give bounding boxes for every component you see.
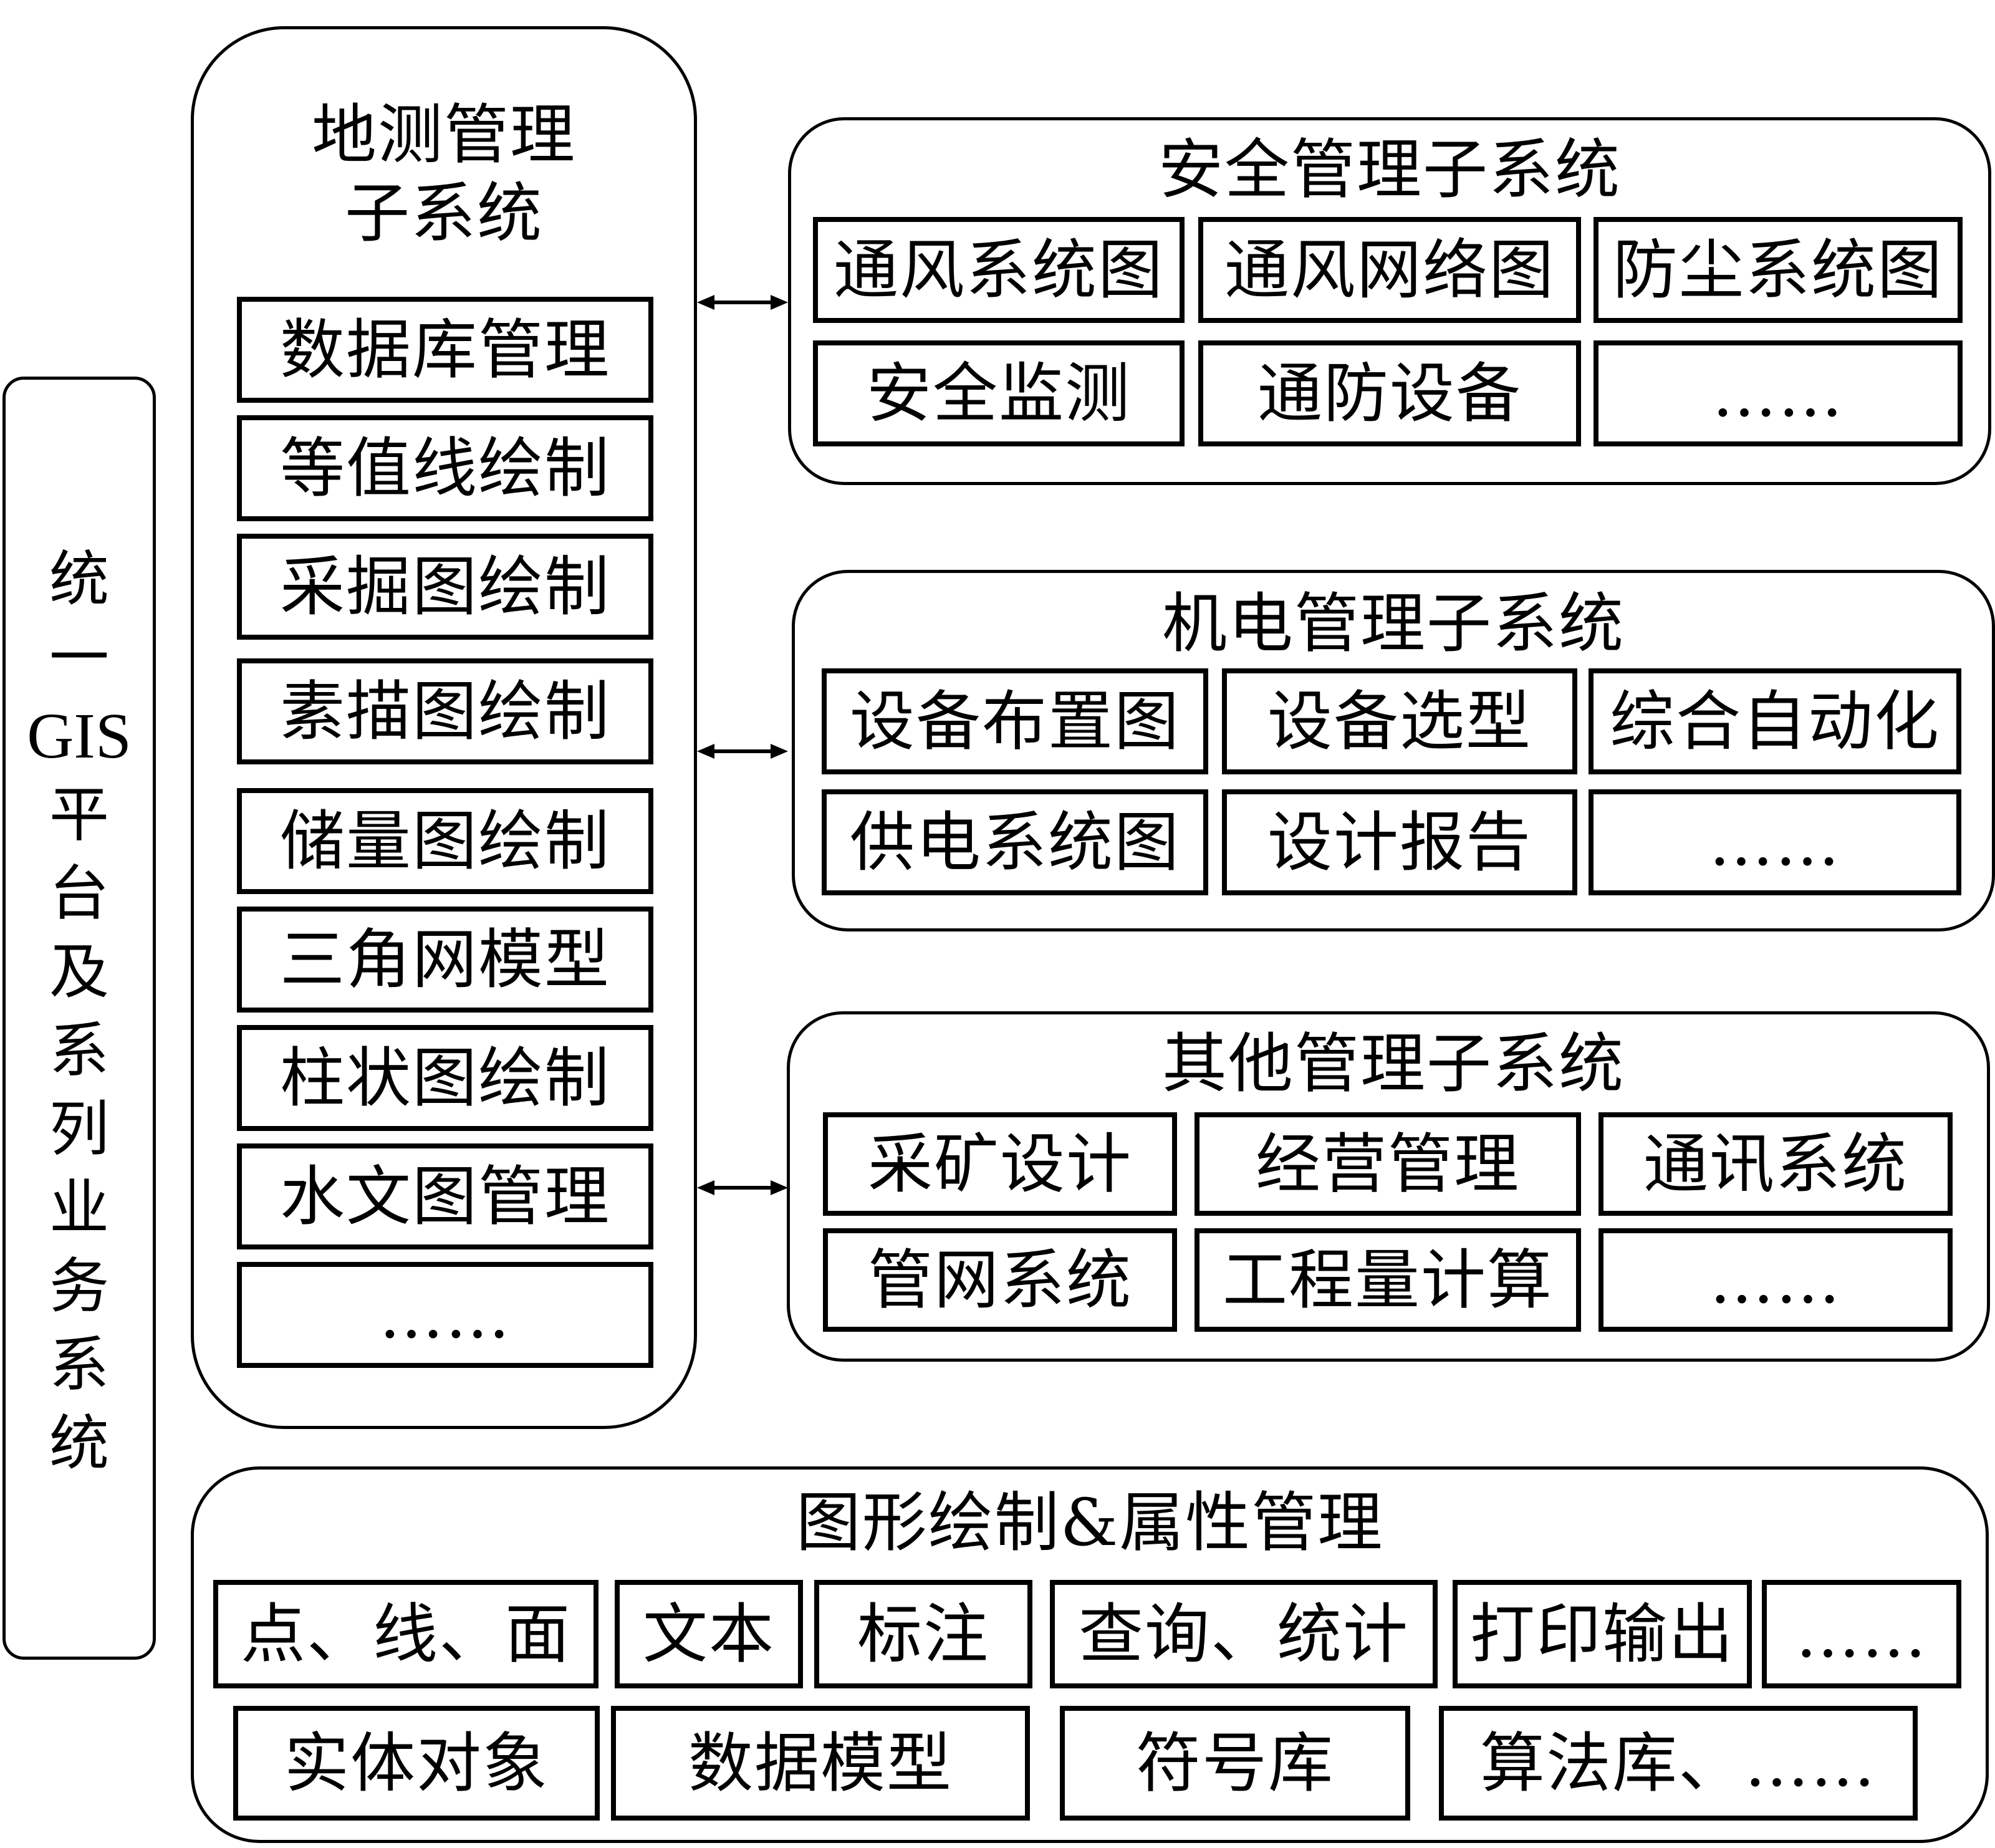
connector-arrow-mech: [697, 744, 788, 759]
mech-item: 综合自动化: [1589, 668, 1961, 774]
graphics-row1-item: 点、线、面: [213, 1580, 598, 1688]
graphics-row2-item: 算法库、……: [1439, 1706, 1918, 1821]
platform-char: 一: [49, 623, 109, 693]
graphics-title: 图形绘制&属性管理: [796, 1485, 1384, 1561]
survey-item: 柱状图绘制: [237, 1025, 653, 1131]
survey-item: 储量图绘制: [237, 788, 653, 894]
other-item: 工程量计算: [1195, 1228, 1581, 1332]
platform-char: 统: [49, 1408, 109, 1478]
safety-item: 通风系统图: [813, 217, 1185, 323]
platform-char: 业: [49, 1173, 109, 1243]
safety-item: 通防设备: [1198, 340, 1581, 446]
other-item: ……: [1598, 1228, 1953, 1332]
graphics-row1-item: ……: [1762, 1580, 1961, 1688]
platform-title: 统 一 GIS 平 台 及 系 列 业 务 系 统: [2, 540, 156, 1483]
safety-item: ……: [1594, 340, 1963, 446]
survey-item: 等值线绘制: [237, 415, 653, 521]
graphics-row2-item: 实体对象: [233, 1706, 600, 1821]
safety-item: 通风网络图: [1198, 217, 1581, 323]
platform-char: 务: [49, 1251, 109, 1321]
other-item: 经营管理: [1195, 1112, 1581, 1216]
mech-item: ……: [1589, 789, 1961, 895]
survey-title-line1: 地测管理: [311, 97, 576, 173]
survey-item: ……: [237, 1262, 653, 1368]
connector-arrow-safety: [697, 295, 788, 310]
platform-char: 及: [49, 937, 109, 1007]
graphics-row2-item: 符号库: [1060, 1706, 1410, 1821]
survey-item: 三角网模型: [237, 907, 653, 1013]
survey-item: 水文图管理: [237, 1143, 653, 1249]
platform-char: 统: [49, 544, 109, 614]
mech-title: 机电管理子系统: [1161, 585, 1625, 662]
platform-panel: [2, 377, 156, 1660]
platform-char: 平: [49, 780, 109, 850]
mech-item: 供电系统图: [822, 789, 1208, 895]
safety-title: 安全管理子系统: [1158, 132, 1621, 208]
survey-item: 采掘图绘制: [237, 534, 653, 640]
safety-item: 安全监测: [813, 340, 1185, 446]
mech-item: 设备布置图: [822, 668, 1208, 774]
graphics-row2-item: 数据模型: [611, 1706, 1030, 1821]
other-item: 管网系统: [823, 1228, 1177, 1332]
graphics-row1-item: 查询、统计: [1050, 1580, 1438, 1688]
survey-item: 数据库管理: [237, 297, 653, 403]
platform-char: GIS: [27, 700, 132, 772]
other-title: 其他管理子系统: [1161, 1026, 1625, 1102]
graphics-row1-item: 打印输出: [1453, 1580, 1752, 1688]
mech-item: 设备选型: [1222, 668, 1577, 774]
graphics-row1-item: 标注: [814, 1580, 1032, 1688]
other-item: 通讯系统: [1598, 1112, 1953, 1216]
platform-char: 列: [49, 1094, 109, 1164]
survey-title-line2: 子系统: [344, 175, 543, 251]
platform-char: 台: [49, 859, 109, 928]
graphics-row1-item: 文本: [615, 1580, 803, 1688]
other-item: 采矿设计: [823, 1112, 1177, 1216]
platform-char: 系: [49, 1016, 109, 1085]
safety-item: 防尘系统图: [1594, 217, 1963, 323]
connector-arrow-other: [697, 1180, 788, 1195]
survey-item: 素描图绘制: [237, 658, 653, 764]
mech-item: 设计报告: [1222, 789, 1577, 895]
platform-char: 系: [49, 1330, 109, 1400]
